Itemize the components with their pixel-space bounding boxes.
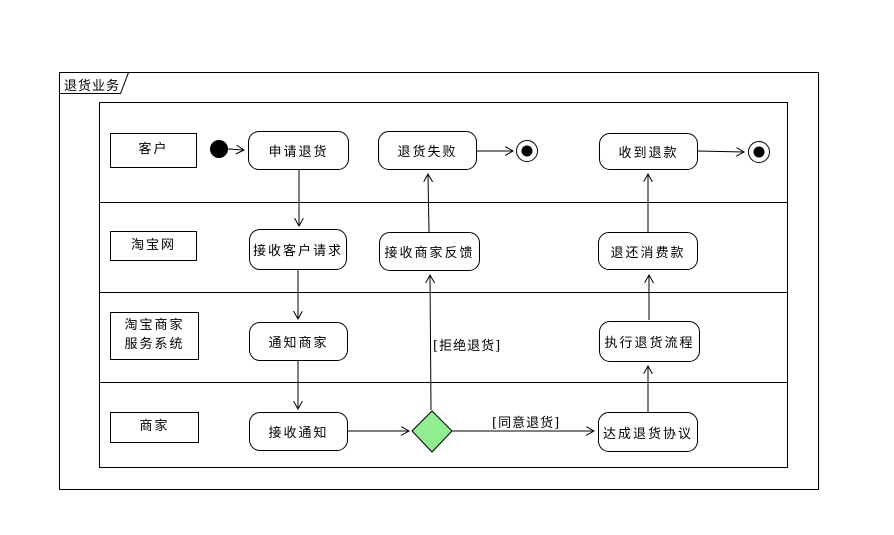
activity-notify-merchant: 通知商家 <box>249 322 348 361</box>
lane-label-merchant: 商家 <box>110 412 199 443</box>
activity-receive-notification: 接收通知 <box>249 412 348 451</box>
activity-reach-return-agreement: 达成退货协议 <box>598 412 698 452</box>
swimlane-container <box>99 102 788 468</box>
end-node-refund-received <box>748 141 770 163</box>
activity-return-failed: 退货失败 <box>378 131 477 170</box>
edge-receive-refund-to-end2 <box>697 151 744 152</box>
edge-decision-to-merchant-feedback <box>430 275 431 411</box>
frame-title-tab <box>59 72 130 94</box>
lane-label-taobao: 淘宝网 <box>110 231 197 261</box>
edge-start-to-apply <box>227 149 244 150</box>
activity-receive-customer-request: 接收客户请求 <box>249 229 347 270</box>
activity-receive-merchant-feedback: 接收商家反馈 <box>379 232 480 271</box>
edge-merchant-feedback-to-failed <box>428 174 429 233</box>
decision-diamond <box>411 410 453 453</box>
start-node <box>210 140 228 158</box>
edge-label-reject-return: [拒绝退货] <box>433 339 502 354</box>
activity-execute-return-process: 执行退货流程 <box>599 321 700 362</box>
activity-apply-return: 申请退货 <box>248 131 349 170</box>
lane-label-customer: 客户 <box>110 133 197 168</box>
lane-label-merchant-service-system: 淘宝商家 服务系统 <box>110 312 199 360</box>
edge-label-agree-return: [同意退货] <box>492 416 561 431</box>
end-node-return-failed <box>516 140 538 162</box>
diagram-title: 退货业务 <box>64 79 121 94</box>
activity-refund-consumer: 退还消费款 <box>598 232 698 270</box>
activity-receive-refund: 收到退款 <box>599 133 698 170</box>
diagram-frame <box>59 72 819 490</box>
